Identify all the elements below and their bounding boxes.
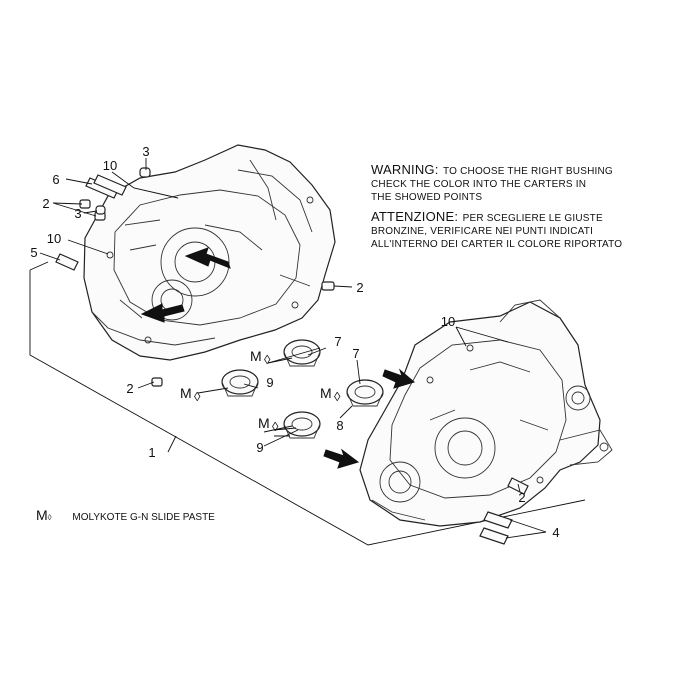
right-crankcase-half [359, 299, 613, 527]
molykote-symbol: M◊ [36, 507, 52, 523]
left-crankcase-half [83, 144, 336, 361]
callout-9: 9 [266, 375, 273, 390]
callout-3: 3 [74, 206, 81, 221]
callout-6: 6 [52, 172, 59, 187]
pointer-arrow [382, 368, 416, 389]
molykote-mark: M [320, 385, 332, 401]
main-bushing-7-right [346, 379, 384, 407]
callout-10: 10 [103, 158, 117, 173]
drop-icon: ◊ [272, 419, 279, 434]
callout-5: 5 [30, 245, 37, 260]
callout-9: 9 [256, 440, 263, 455]
callout-10: 10 [47, 231, 61, 246]
attention-heading: ATTENZIONE: [371, 209, 459, 224]
molykote-mark: M [180, 385, 192, 401]
callout-3: 3 [142, 144, 149, 159]
attention-line-3: ALL'INTERNO DEI CARTER IL COLORE RIPORTA… [371, 239, 623, 250]
callout-10: 10 [441, 314, 455, 329]
warning-line-2: CHECK THE COLOR INTO THE CARTERS IN [371, 179, 587, 190]
callout-7: 7 [352, 346, 359, 361]
legend: M◊ MOLYKOTE G-N SLIDE PASTE [36, 507, 215, 523]
attention-note: ATTENZIONE: PER SCEGLIERE LE GIUSTE BRON… [371, 210, 622, 251]
callout-7: 7 [334, 334, 341, 349]
callout-8: 8 [336, 418, 343, 433]
molykote-mark: M [258, 415, 270, 431]
warning-line-1: TO CHOOSE THE RIGHT BUSHING [443, 166, 613, 177]
callout-1: 1 [148, 445, 155, 460]
pointer-arrow [140, 303, 185, 323]
main-bushing-9-right [283, 411, 321, 439]
drop-icon: ◊ [334, 389, 341, 404]
pointer-arrow [323, 448, 360, 469]
attention-line-1: PER SCEGLIERE LE GIUSTE [462, 213, 603, 224]
bushing-3-set [95, 167, 151, 215]
dowel-pin-4 [479, 511, 513, 545]
warning-heading: WARNING: [371, 162, 439, 177]
warning-line-3: THE SHOWED POINTS [371, 192, 483, 203]
callout-2: 2 [42, 196, 49, 211]
attention-line-2: BRONZINE, VERIFICARE NEI PUNTI INDICATI [371, 226, 594, 237]
dowel-pin-6 [85, 174, 127, 199]
main-bushing-9-left [221, 369, 259, 397]
warning-note: WARNING: TO CHOOSE THE RIGHT BUSHING CHE… [371, 163, 613, 204]
legend-text: MOLYKOTE G-N SLIDE PASTE [72, 512, 215, 523]
callout-2: 2 [518, 490, 525, 505]
pointer-arrow [184, 247, 231, 269]
leader-lines [39, 158, 547, 539]
drop-icon: ◊ [47, 513, 52, 522]
drop-icon: ◊ [194, 389, 201, 404]
callout-2: 2 [126, 381, 133, 396]
callout-2: 2 [356, 280, 363, 295]
drop-icon: ◊ [264, 352, 271, 367]
callout-4: 4 [552, 525, 559, 540]
dowel-pin-5 [55, 253, 79, 271]
molykote-mark: M [250, 348, 262, 364]
